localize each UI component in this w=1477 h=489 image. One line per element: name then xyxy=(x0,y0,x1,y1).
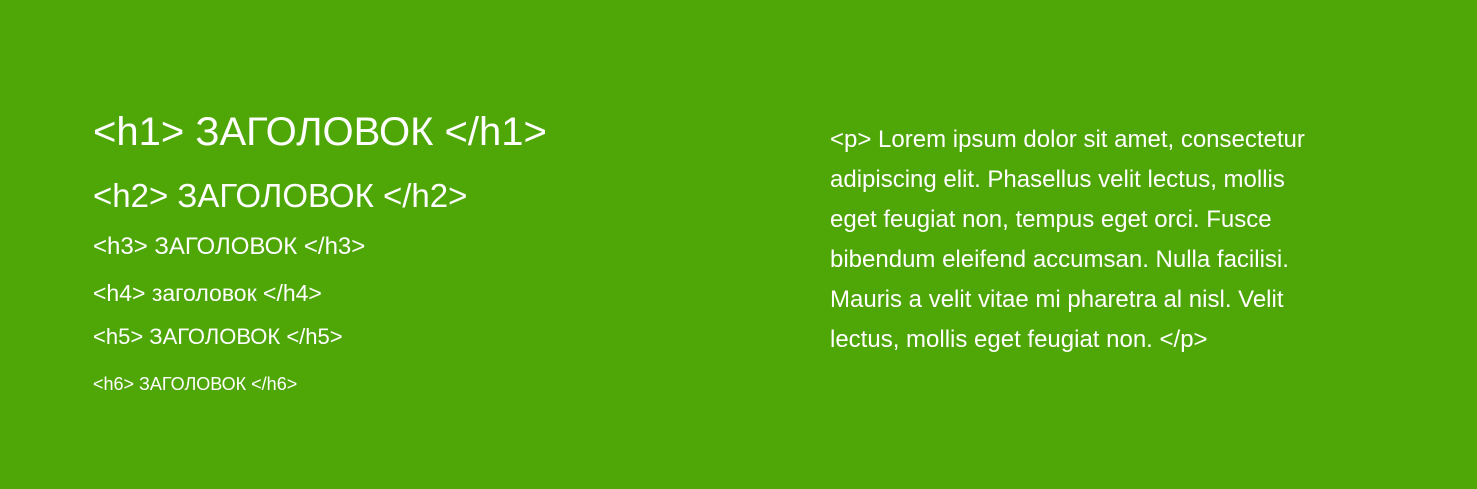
paragraph-line: bibendum eleifend accumsan. Nulla facili… xyxy=(830,246,1289,273)
paragraph-sample: <p> Lorem ipsum dolor sit amet, consecte… xyxy=(830,120,1410,360)
heading-h6-sample: <h6> ЗАГОЛОВОК </h6> xyxy=(93,374,298,394)
paragraph-line: <p> Lorem ipsum dolor sit amet, consecte… xyxy=(830,126,1305,153)
paragraph-line: adipiscing elit. Phasellus velit lectus,… xyxy=(830,166,1285,193)
paragraph-line: Mauris a velit vitae mi pharetra al nisl… xyxy=(830,286,1284,313)
paragraph-line: eget feugiat non, tempus eget orci. Fusc… xyxy=(830,206,1272,233)
heading-h5-sample: <h5> ЗАГОЛОВОК </h5> xyxy=(93,324,343,349)
heading-h3-sample: <h3> ЗАГОЛОВОК </h3> xyxy=(93,233,366,260)
heading-h4-sample: <h4> заголовок </h4> xyxy=(93,280,322,306)
heading-h1-sample: <h1> ЗАГОЛОВОК </h1> xyxy=(93,110,547,154)
paragraph-line: lectus, mollis eget feugiat non. </p> xyxy=(830,326,1208,353)
heading-h2-sample: <h2> ЗАГОЛОВОК </h2> xyxy=(93,177,468,214)
